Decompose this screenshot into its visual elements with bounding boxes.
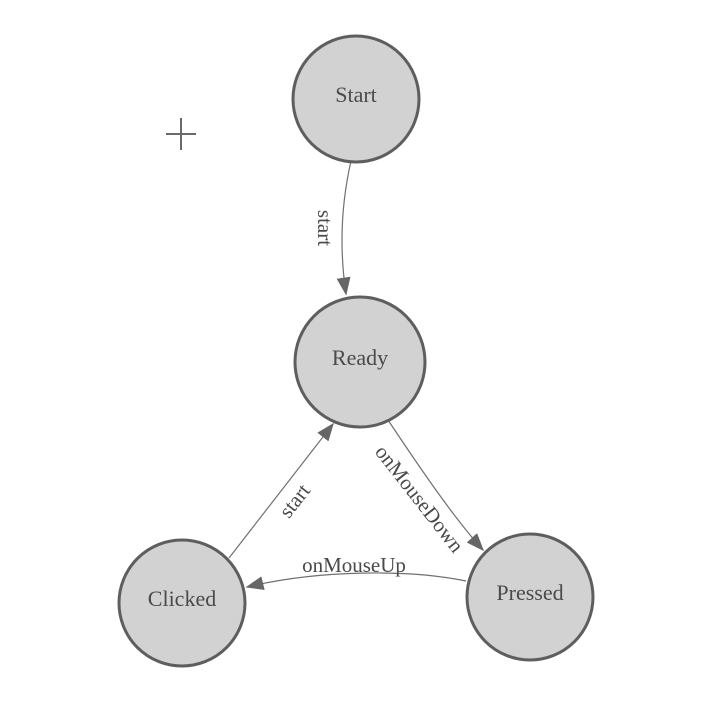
state-circle-clicked[interactable] (117, 538, 247, 668)
state-label-pressed: Pressed (496, 580, 563, 605)
transition-arrow-onmouseup[interactable] (245, 572, 467, 590)
transition-label-start: start (313, 210, 337, 246)
edge-clicked-to-ready: start (228, 422, 334, 559)
edge-pressed-to-clicked: onMouseUp (245, 553, 467, 590)
transition-label-onmousedown: onMouseDown (370, 440, 469, 557)
edge-start-to-ready: start (313, 160, 352, 296)
state-label-start: Start (335, 82, 377, 107)
state-node-clicked[interactable]: Clicked (117, 538, 247, 668)
state-circle-start[interactable] (291, 34, 421, 164)
transition-arrow-onmousedown[interactable] (387, 419, 485, 552)
transition-label-start2: start (274, 479, 315, 522)
state-node-ready[interactable]: Ready (293, 295, 427, 429)
state-node-pressed[interactable]: Pressed (465, 532, 595, 662)
transition-label-onmouseup: onMouseUp (302, 553, 406, 577)
plus-icon (166, 118, 196, 150)
state-label-clicked: Clicked (148, 586, 216, 611)
transition-arrow-start2[interactable] (228, 422, 334, 559)
transition-arrow-start[interactable] (336, 160, 352, 296)
state-circle-pressed[interactable] (465, 532, 595, 662)
state-label-ready: Ready (332, 345, 388, 370)
state-node-start[interactable]: Start (291, 34, 421, 164)
edge-ready-to-pressed: onMouseDown (370, 419, 485, 557)
state-circle-ready[interactable] (293, 295, 427, 429)
